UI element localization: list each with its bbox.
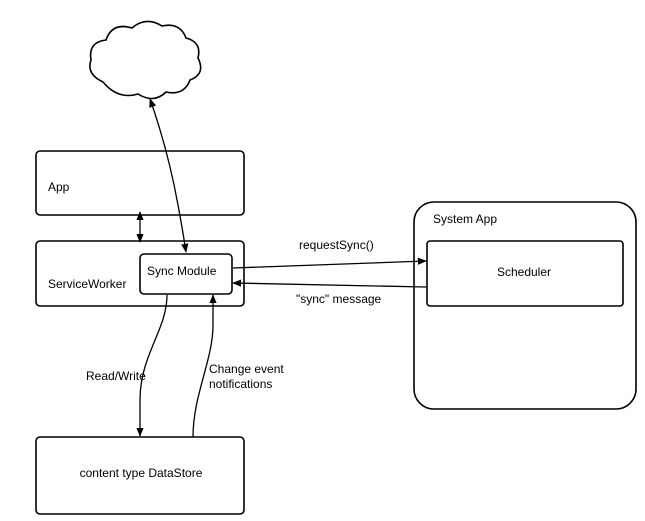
change-event-label-line1: Change event	[209, 362, 284, 376]
change-event-label-line2: notifications	[209, 377, 272, 391]
change-event-arrow	[192, 294, 217, 438]
request-sync-label: requestSync()	[299, 238, 374, 252]
datastore-node: content type DataStore	[35, 436, 245, 515]
cloud-sync-arrow	[149, 98, 189, 253]
scheduler-label: Scheduler	[497, 265, 551, 279]
sync-module-label: Sync Module	[147, 264, 217, 278]
system-app-label: System App	[433, 212, 497, 226]
sync-message-arrow	[232, 279, 427, 288]
cloud-shape	[89, 20, 202, 100]
scheduler-node: Scheduler	[426, 240, 624, 307]
request-sync-arrow	[232, 257, 427, 269]
service-worker-label: ServiceWorker	[48, 277, 126, 291]
sync-message-label: "sync" message	[296, 292, 382, 306]
app-node: App	[35, 150, 245, 216]
read-write-label: Read/Write	[86, 369, 146, 383]
datastore-label: content type DataStore	[80, 466, 203, 480]
sync-module-node: Sync Module	[139, 253, 233, 295]
app-label: App	[48, 180, 70, 194]
read-write-arrow	[136, 294, 168, 437]
